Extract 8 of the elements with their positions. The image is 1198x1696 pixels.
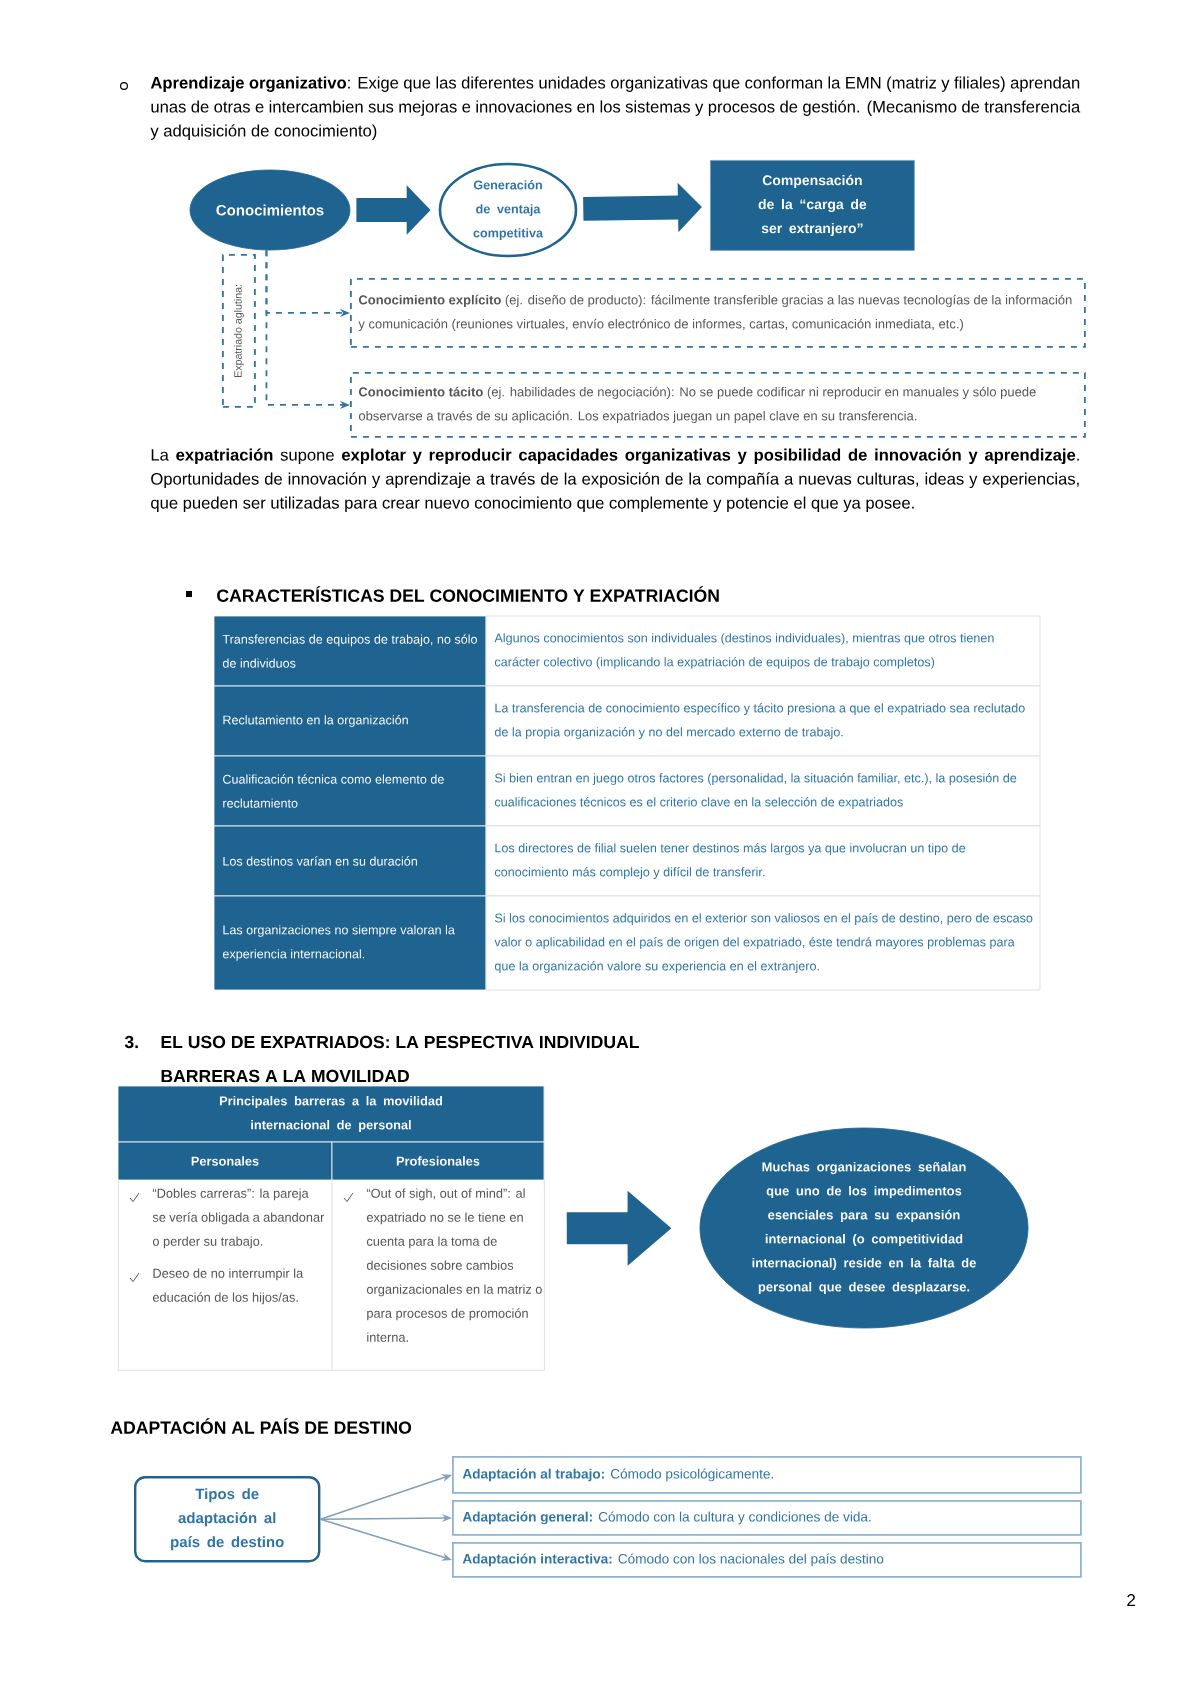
barriers-table (117, 1085, 545, 1371)
section-number: 3. (124, 1035, 138, 1049)
section-heading: CARACTERÍSTICAS DEL CONOCIMIENTO Y EXPATRIACIÓN (217, 586, 719, 602)
paragraph: Aprendizaje organizativo: Exige que las diferentes unidades organizativas que conforman la EMN (matriz y filiales) aprendan unas de otras e intercambien sus mejoras e innovaciones en los sistemas y procesos de gestión. (Mecanismo de transferencia y adquisición de conocimiento) (150, 76, 1081, 140)
section-heading: ADAPTACIÓN AL PAÍS DE DESTINO (110, 1418, 412, 1434)
section-heading: EL USO DE EXPATRIADOS: LA PESPECTIVA INDIVIDUAL (161, 1035, 639, 1049)
paragraph: La expatriación supone explotar y reproducir capacidades organizativas y posibilidad de innovación y aprendizaje. Oportunidades de innovación y aprendizaje a través de la exposición de la compañía a nuevas culturas, ideas y experiencias, que pueden ser utilizadas para crear nuevo conocimiento que complemente y potencie el que ya posee. (151, 448, 1079, 513)
page-number: 2 (1127, 1594, 1135, 1606)
